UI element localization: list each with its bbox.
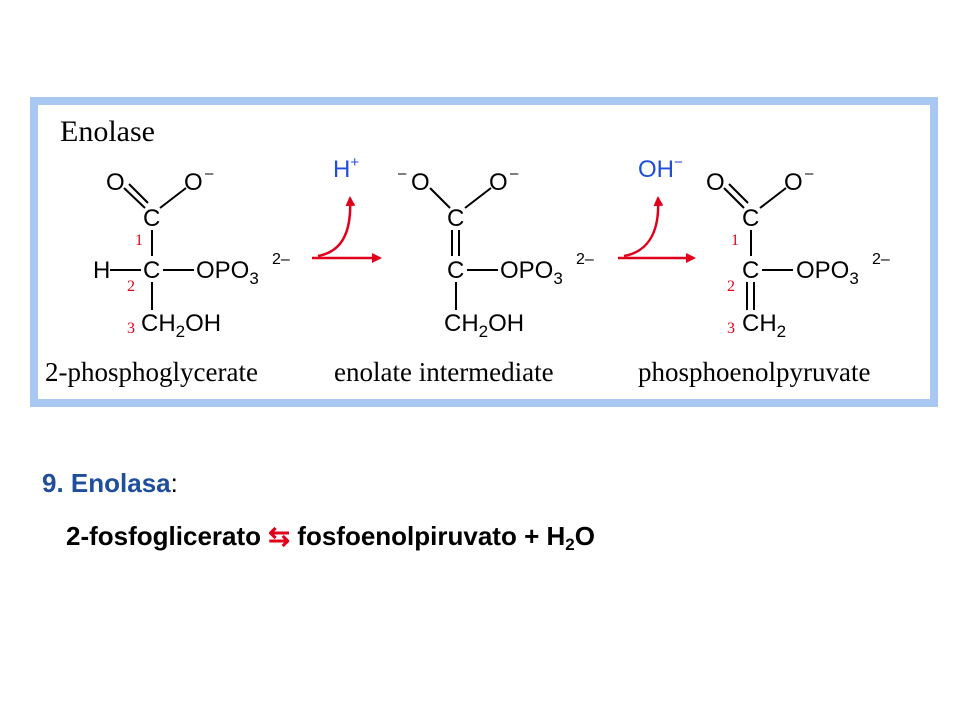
carbon-number-3: 3 xyxy=(727,320,735,337)
substrate-label: 2-fosfoglicerato xyxy=(66,521,262,551)
oxygen-anion: O xyxy=(184,169,203,196)
charge-minus: – xyxy=(205,165,214,182)
oxygen-left: O xyxy=(411,169,430,196)
compound-names: 2-phosphoglycerate enolate intermediate … xyxy=(45,357,870,387)
carbon-numbers: 1 2 3 xyxy=(127,232,143,337)
carbon-1: C xyxy=(742,205,759,232)
water-subscript: 2 xyxy=(565,535,575,554)
hydroxymethyl-group: CH2OH xyxy=(444,310,524,341)
compound-name-1: 2-phosphoglycerate xyxy=(45,357,258,387)
phosphate-charge: 2– xyxy=(272,251,290,268)
charge-minus: – xyxy=(805,165,814,182)
proton-label: H+ xyxy=(333,154,359,183)
carbon-number-3: 3 xyxy=(127,320,135,337)
figure-title: Enolase xyxy=(60,115,155,148)
carbon-number-1: 1 xyxy=(731,232,739,249)
compound-phosphoenolpyruvate: O O – C C OPO3 2– CH2 1 2 3 xyxy=(706,165,890,341)
phosphate-group: OPO3 xyxy=(500,257,563,288)
bonds xyxy=(429,187,498,310)
carbon-number-1: 1 xyxy=(135,232,143,249)
bonds xyxy=(110,183,194,310)
curved-arrow xyxy=(317,196,356,258)
carbon-1: C xyxy=(143,205,160,232)
charge-minus-left: – xyxy=(398,165,407,182)
carbon-1: C xyxy=(447,205,464,232)
product-label: fosfoenolpiruvato + H xyxy=(297,521,566,551)
carbon-2: C xyxy=(447,257,464,284)
hydroxymethyl-group: CH2OH xyxy=(141,310,221,341)
hydroxide-label: OH− xyxy=(638,154,683,183)
carbon-2: C xyxy=(742,257,759,284)
oxygen-anion: O xyxy=(784,169,803,196)
compound-enolate-intermediate: – O O – C C OPO3 2– CH2OH xyxy=(398,165,594,341)
phosphate-charge: 2– xyxy=(872,251,890,268)
curved-arrow xyxy=(623,196,664,258)
water-tail: O xyxy=(574,521,595,551)
step-colon: : xyxy=(170,468,178,498)
compound-2-phosphoglycerate: O O – C H C OPO3 2– CH2OH 1 2 3 xyxy=(93,165,290,341)
step-title: 9. Enolasa xyxy=(42,468,171,498)
step-heading: 9. Enolasa: xyxy=(42,468,178,499)
hydrogen: H xyxy=(93,257,110,284)
charge-minus: – xyxy=(510,165,519,182)
carbon-number-2: 2 xyxy=(727,278,735,295)
methylene-group: CH2 xyxy=(742,310,786,341)
catalysis-arrow-1: H+ xyxy=(312,154,382,263)
compound-name-2: enolate intermediate xyxy=(334,357,554,387)
phosphate-group: OPO3 xyxy=(796,257,859,288)
equilibrium-arrows-icon: ⇆ xyxy=(268,521,291,551)
phosphate-charge: 2– xyxy=(576,251,594,268)
bonds xyxy=(723,183,793,310)
carbon-numbers: 1 2 3 xyxy=(727,232,739,337)
compound-name-3: phosphoenolpyruvate xyxy=(638,357,870,387)
carbon-number-2: 2 xyxy=(127,278,135,295)
phosphate-group: OPO3 xyxy=(196,257,259,288)
oxygen-carbonyl: O xyxy=(106,169,125,196)
catalysis-arrow-2: OH− xyxy=(618,154,696,263)
reaction-equation: 2-fosfoglicerato ⇆ fosfoenolpiruvato + H… xyxy=(66,521,595,555)
oxygen-right: O xyxy=(489,169,508,196)
carbon-2: C xyxy=(143,257,160,284)
figure-frame xyxy=(30,97,938,407)
oxygen-carbonyl: O xyxy=(706,169,725,196)
